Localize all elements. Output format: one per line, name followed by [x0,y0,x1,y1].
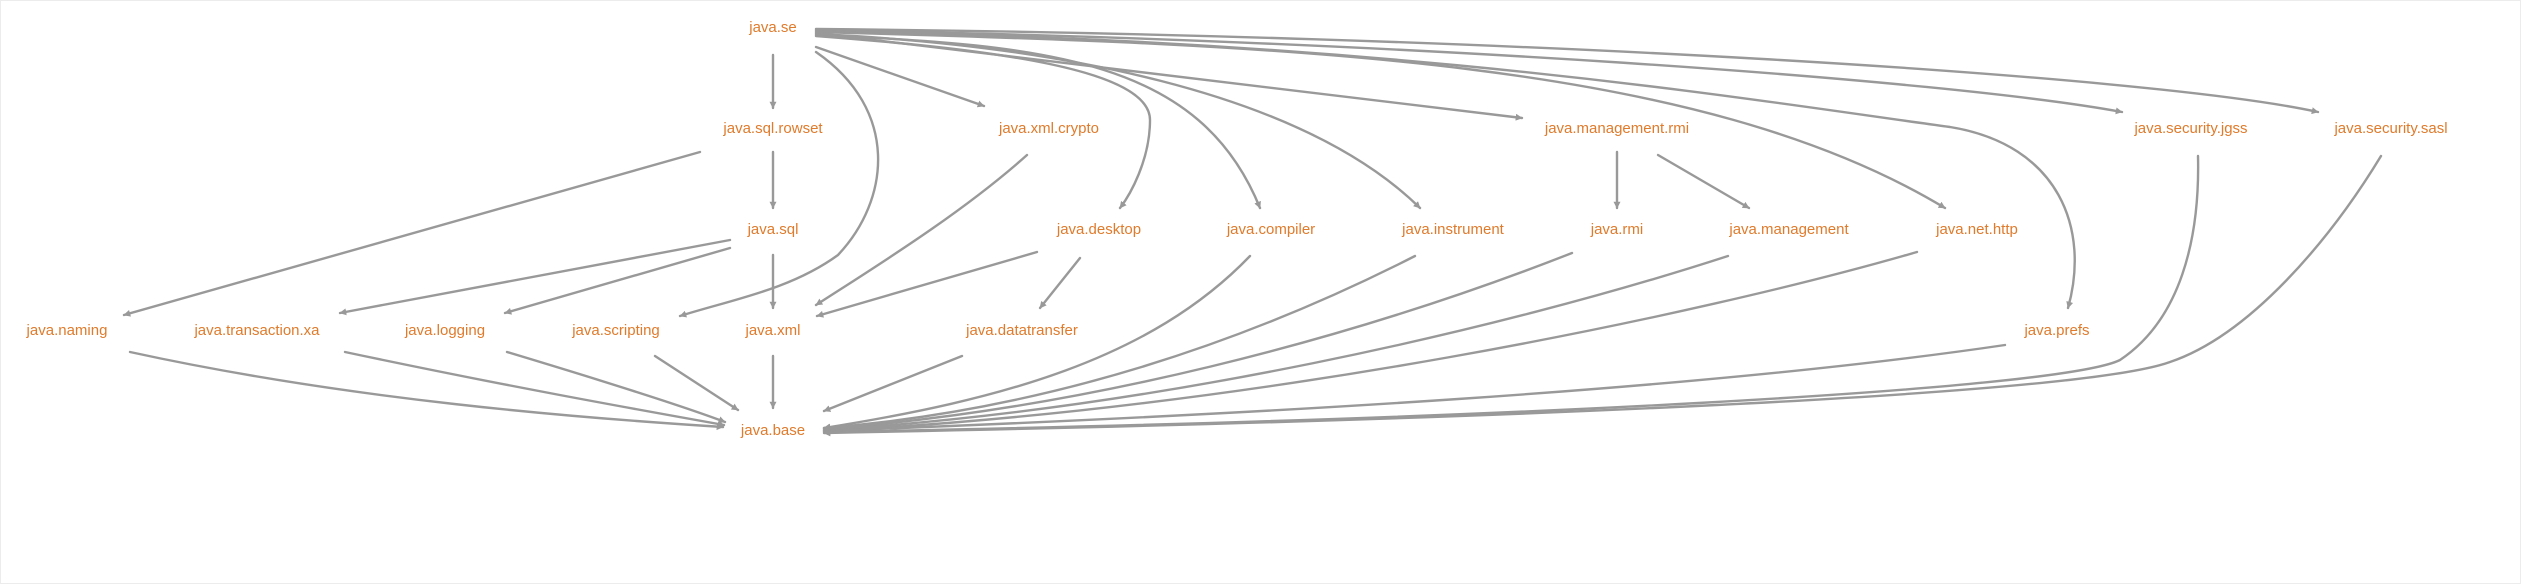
node-java-security-jgss[interactable]: java.security.jgss [2133,120,2247,137]
node-java-net-http[interactable]: java.net.http [1935,221,2018,238]
edge-java-scripting-to-java-base [653,354,740,412]
edge-java-security-jgss-to-java-base [822,154,2200,436]
node-java-naming[interactable]: java.naming [26,322,108,339]
edge-java-sql-rowset-to-java-naming [122,150,702,317]
node-java-management[interactable]: java.management [1728,221,1849,238]
node-java-security-sasl[interactable]: java.security.sasl [2333,120,2447,137]
edge-java-se-to-java-xml-crypto [814,45,986,108]
edge-java-management-rmi-to-java-management [1656,153,1751,210]
node-java-xml-crypto[interactable]: java.xml.crypto [998,120,1099,137]
edge-java-logging-to-java-base [505,350,727,424]
edge-java-management-to-java-base [822,254,1730,434]
edge-java-instrument-to-java-base [822,254,1417,431]
edge-java-transaction-xa-to-java-base [343,350,726,428]
edge-java-datatransfer-to-java-base [822,354,964,413]
node-java-compiler[interactable]: java.compiler [1226,221,1315,238]
node-java-prefs[interactable]: java.prefs [2023,322,2089,339]
edge-java-xml-crypto-to-java-xml [814,153,1029,307]
edge-java-sql-to-java-logging [503,246,732,315]
edge-java-se-to-java-prefs [814,29,2076,310]
edge-java-se-to-java-security-jgss [814,28,2124,115]
node-java-management-rmi[interactable]: java.management.rmi [1544,120,1689,137]
edge-java-net-http-to-java-base [822,250,1919,435]
edge-java-se-to-java-desktop [814,34,1152,210]
node-java-transaction-xa[interactable]: java.transaction.xa [193,322,320,339]
edge-java-desktop-to-java-datatransfer [1038,256,1082,310]
edge-java-security-sasl-to-java-base [822,154,2383,437]
node-java-scripting[interactable]: java.scripting [571,322,660,339]
node-layer: java.se java.sql.rowset java.xml.crypto jav… [26,19,2448,439]
edge-java-compiler-to-java-base [822,254,1252,431]
node-java-instrument[interactable]: java.instrument [1401,221,1505,238]
edge-java-rmi-to-java-base [822,251,1574,433]
edge-java-se-to-java-instrument [814,32,1422,210]
node-java-logging[interactable]: java.logging [404,322,485,339]
edge-java-se-to-java-security-sasl [814,27,2320,115]
edge-java-se-to-java-scripting [678,50,880,318]
node-java-rmi[interactable]: java.rmi [1590,221,1644,238]
edge-java-sql-to-java-transaction-xa [338,238,732,316]
node-java-se[interactable]: java.se [748,19,797,36]
node-java-sql-rowset[interactable]: java.sql.rowset [722,120,823,137]
edge-java-se-to-java-net-http [814,30,1947,210]
edge-java-naming-to-java-base [128,350,725,431]
edge-layer [122,27,2383,437]
node-java-base[interactable]: java.base [740,422,805,439]
edge-java-se-to-java-management-rmi [814,31,1524,121]
node-java-xml[interactable]: java.xml [744,322,800,339]
edge-java-prefs-to-java-base [822,343,2007,435]
node-java-datatransfer[interactable]: java.datatransfer [965,322,1078,339]
node-java-sql[interactable]: java.sql [747,221,799,238]
edge-java-desktop-to-java-xml [815,250,1039,318]
node-java-desktop[interactable]: java.desktop [1056,221,1141,238]
